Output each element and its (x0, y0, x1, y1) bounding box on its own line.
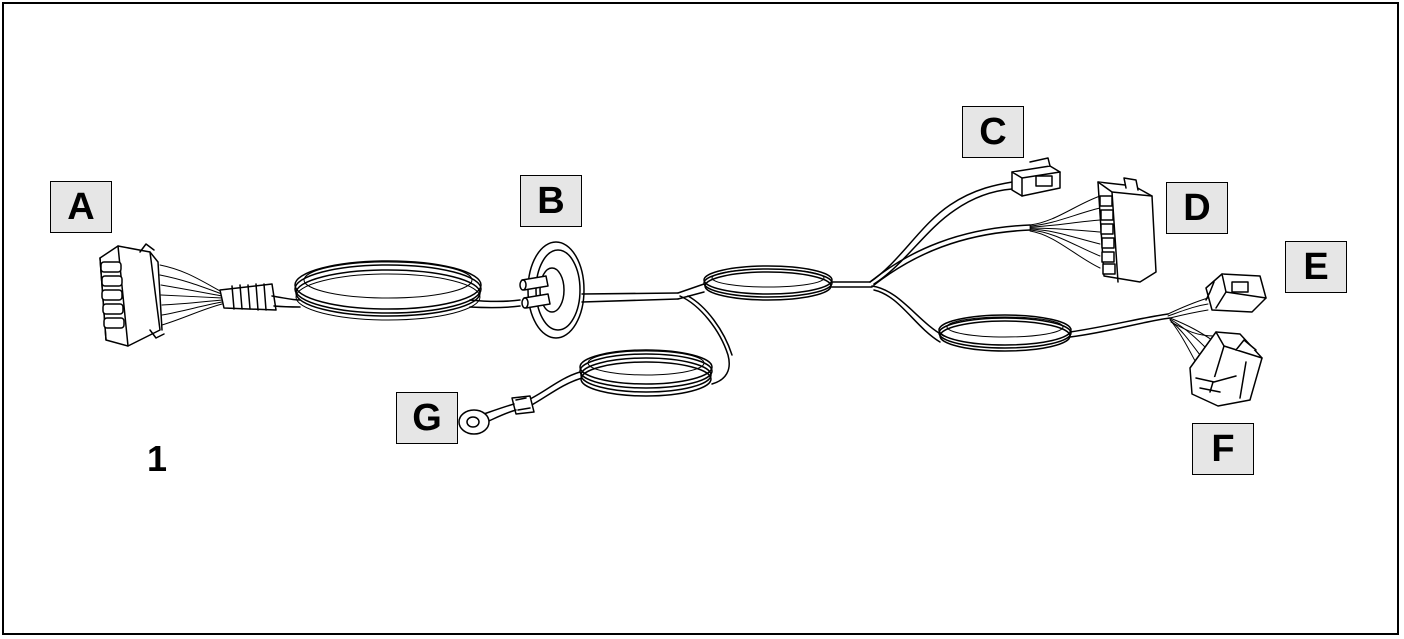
lower-branch (871, 285, 1171, 352)
callout-b: B (520, 175, 582, 227)
connector-c (1011, 157, 1061, 197)
connector-f (1189, 331, 1263, 407)
callout-d: D (1166, 182, 1228, 234)
sleeve-a (219, 283, 277, 311)
callout-a: A (50, 181, 112, 233)
wires-d (1029, 195, 1101, 269)
ground-branch (527, 295, 733, 407)
upper-branches (869, 181, 1031, 286)
callout-c: C (962, 106, 1024, 158)
callout-e: E (1285, 241, 1347, 293)
connector-d (1097, 177, 1157, 283)
callout-g: G (396, 392, 458, 444)
cable-coil-2 (703, 265, 873, 301)
callout-f: F (1192, 423, 1254, 475)
connector-a (99, 243, 165, 347)
grommet-b (519, 241, 585, 339)
figure-number: 1 (147, 438, 168, 479)
connector-e (1205, 273, 1267, 313)
ring-terminal-g (458, 395, 535, 435)
cable-coil-1 (271, 260, 521, 321)
wires-a (159, 264, 223, 326)
wires-e (1167, 297, 1209, 319)
